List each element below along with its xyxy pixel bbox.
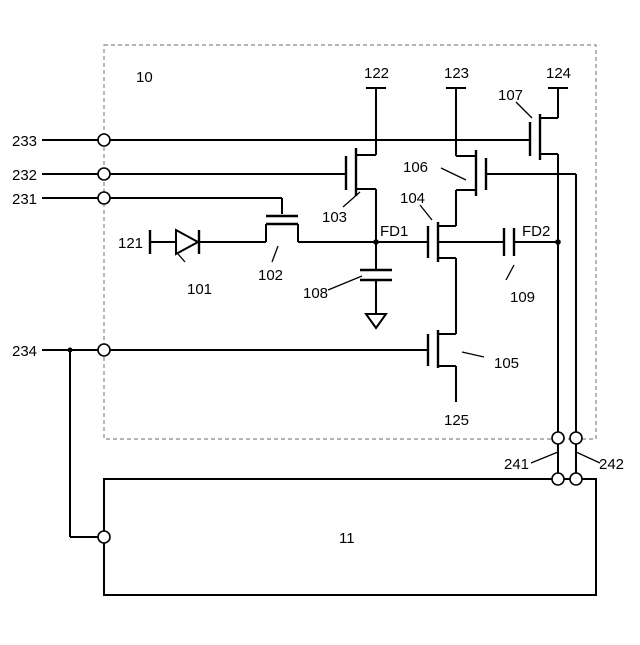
- signal-line-231: [42, 198, 282, 214]
- label-capacitor-108: 108: [303, 285, 328, 302]
- terminal-232-node: [98, 168, 110, 180]
- label-transistor-104: 104: [400, 190, 425, 207]
- ground-icon: [366, 314, 386, 328]
- label-input-234: 234: [12, 343, 37, 360]
- label-node-121: 121: [118, 235, 143, 252]
- label-transistor-106: 106: [403, 159, 428, 176]
- leader-lines: [178, 102, 600, 463]
- label-node-125: 125: [444, 412, 469, 429]
- terminal-242-bottom-node: [570, 473, 582, 485]
- label-node-123: 123: [444, 65, 469, 82]
- transistor-105: [428, 258, 456, 402]
- transistor-102: [266, 216, 298, 242]
- terminal-241-bottom-node: [552, 473, 564, 485]
- label-block-11: 11: [339, 530, 355, 547]
- label-transistor-105: 105: [494, 355, 519, 372]
- label-input-232: 232: [12, 167, 37, 184]
- block-11-input-node: [98, 531, 110, 543]
- label-transistor-102: 102: [258, 267, 283, 284]
- label-fd1: FD1: [380, 223, 408, 240]
- label-input-231: 231: [12, 191, 37, 208]
- terminal-231-node: [98, 192, 110, 204]
- label-node-122: 122: [364, 65, 389, 82]
- output-lines: [558, 444, 576, 473]
- terminal-233-node: [98, 134, 110, 146]
- terminal-234-node: [98, 344, 110, 356]
- transistor-107: [530, 88, 558, 432]
- label-transistor-107: 107: [498, 87, 523, 104]
- label-output-241: 241: [504, 456, 529, 473]
- terminal-241-top-node: [552, 432, 564, 444]
- signal-line-234: [42, 348, 428, 538]
- transistor-104: [428, 190, 456, 262]
- label-node-124: 124: [546, 65, 571, 82]
- label-capacitor-109: 109: [510, 289, 535, 306]
- capacitor-108: [360, 242, 392, 328]
- label-fd2: FD2: [522, 223, 550, 240]
- label-block-10: 10: [136, 69, 153, 86]
- label-output-242: 242: [599, 456, 624, 473]
- label-diode-101: 101: [187, 281, 212, 298]
- photodiode-101: [150, 230, 266, 254]
- label-transistor-103: 103: [322, 209, 347, 226]
- terminal-242-top-node: [570, 432, 582, 444]
- transistor-103: [346, 88, 376, 242]
- label-input-233: 233: [12, 133, 37, 150]
